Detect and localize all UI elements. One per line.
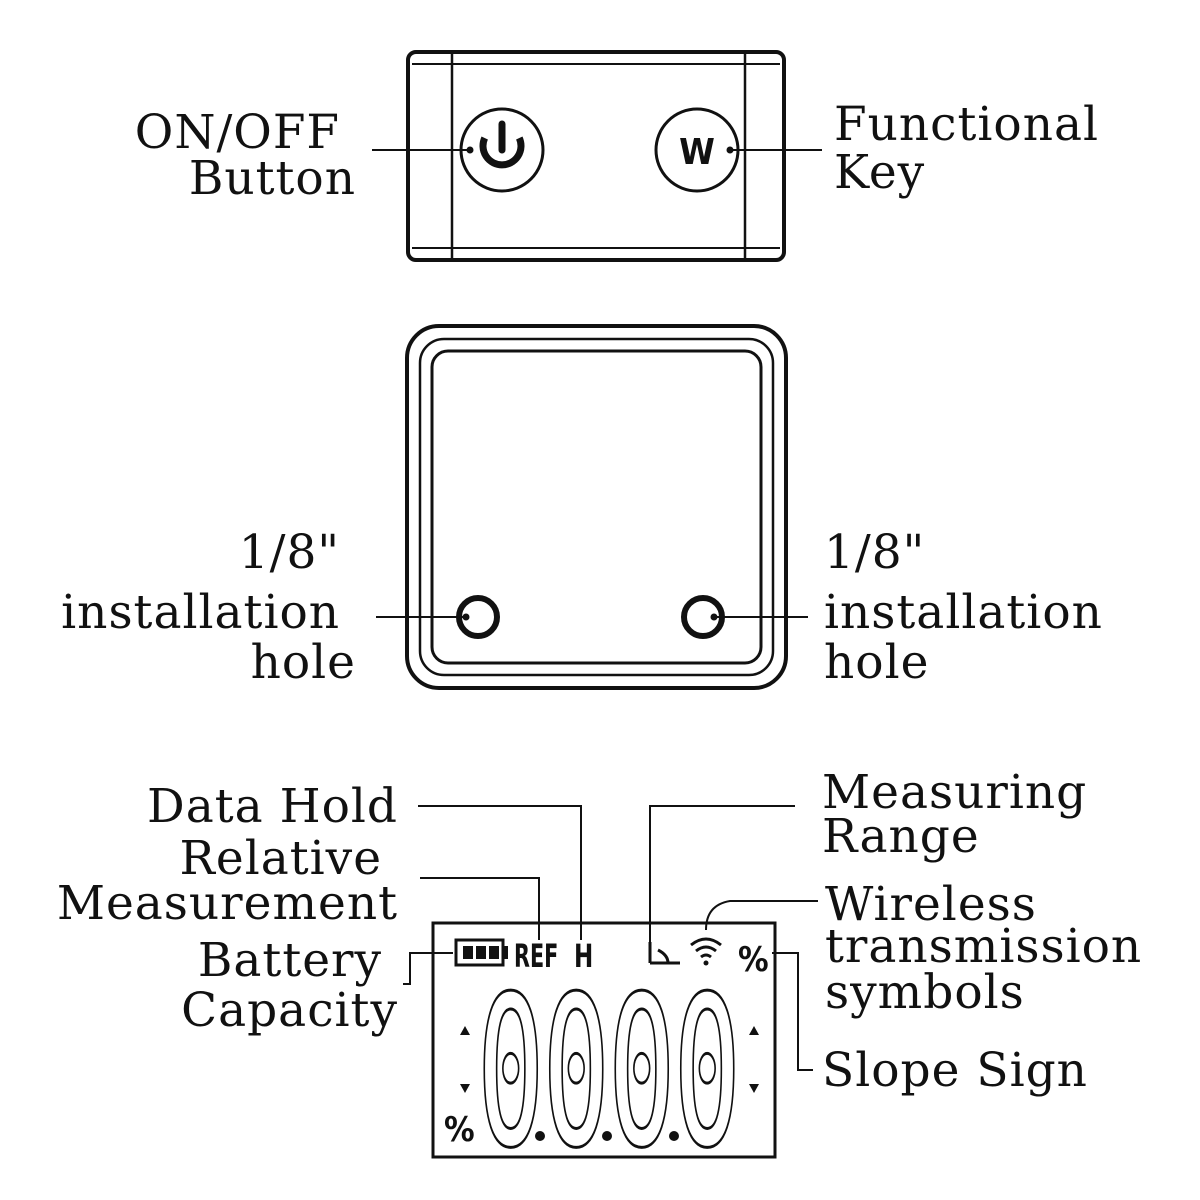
svg-text:Relative Measurement: Relative Measurement: [57, 831, 398, 931]
lcd-digit-readout: 0000 0000: [475, 952, 743, 1195]
top-view-device: W: [406, 50, 786, 262]
wireless-callout: Wireless transmission symbols: [705, 877, 1158, 1020]
left-hole-callout: 1/8" installation hole: [61, 525, 466, 690]
wireless-label-line1: Wireless: [825, 877, 1037, 932]
right-arrow-up-icon: [749, 1026, 759, 1035]
power-button-label-line2: Button: [189, 151, 356, 206]
relative-measurement-label-line2: Measurement: [57, 876, 398, 931]
wireless-label-line2: transmission: [825, 919, 1142, 974]
wireless-icon: [690, 937, 722, 966]
function-key-label-line2: Key: [834, 145, 925, 200]
right-hole-label-line2: installation: [824, 585, 1103, 640]
relative-measurement-label-line1: Relative: [180, 831, 383, 886]
wireless-label-line3: symbols: [825, 965, 1025, 1020]
slope-sign-label: Slope Sign: [822, 1043, 1088, 1098]
measuring-range-label-line1: Measuring: [822, 765, 1087, 820]
function-key-label-line1: Functional: [834, 97, 1099, 152]
ref-indicator: REF: [514, 937, 558, 975]
data-hold-label: Data Hold: [147, 779, 398, 834]
power-icon: [479, 120, 525, 169]
left-hole-label-line1: 1/8": [239, 525, 340, 580]
left-hole-label-line3: hole: [251, 635, 356, 690]
right-hole-label-line3: hole: [824, 635, 929, 690]
power-button-label-line1: ON/OFF: [135, 105, 340, 160]
lcd-digits-outline: 0000: [478, 955, 740, 1192]
svg-text:Wireless transmission: Wireless transmission symbols: [825, 877, 1158, 1020]
decimal-point-2: [602, 1131, 612, 1141]
right-arrow-down-icon: [749, 1084, 759, 1093]
measuring-range-callout: Measuring Range: [649, 765, 1103, 942]
decimal-point-3: [669, 1131, 679, 1141]
right-hole-label-line1: 1/8": [824, 525, 925, 580]
function-button-glyph: W: [679, 132, 715, 173]
lcd-display: REF H % % 0000 0000: [431, 921, 777, 1195]
svg-text:1/8" installation: 1/8" installation hole: [824, 525, 1119, 690]
svg-text:ON/OFF Button: ON/OFF Button: [135, 105, 356, 206]
slope-percent-indicator: %: [738, 940, 769, 980]
svg-text:Battery Capacity: Battery Capacity: [181, 933, 398, 1038]
function-button: W: [654, 107, 740, 193]
slope-sign-callout: Slope Sign: [772, 952, 1088, 1098]
bottom-view-device: [405, 324, 788, 690]
decimal-point-1: [535, 1131, 545, 1141]
measuring-range-label-line2: Range: [822, 809, 980, 864]
svg-text:Measuring Range: Measuring Range: [822, 765, 1103, 864]
hold-indicator: H: [574, 937, 593, 975]
relative-measurement-callout: Relative Measurement: [57, 831, 540, 940]
battery-icon: [454, 938, 508, 967]
function-key-callout: Functional Key: [726, 97, 1115, 200]
battery-capacity-label-line1: Battery: [198, 933, 382, 988]
power-button-callout: ON/OFF Button: [135, 105, 474, 206]
left-arrow-up-icon: [460, 1026, 470, 1035]
left-arrow-down-icon: [460, 1084, 470, 1093]
svg-text:1/8" installation: 1/8" installation hole: [61, 525, 356, 690]
data-hold-callout: Data Hold: [147, 779, 582, 940]
right-hole-callout: 1/8" installation hole: [714, 525, 1119, 690]
lower-percent-indicator: %: [444, 1110, 475, 1150]
battery-capacity-callout: Battery Capacity: [181, 933, 453, 1038]
svg-text:Functional Key: Functional Key: [834, 97, 1115, 200]
measuring-range-icon: [648, 942, 680, 965]
lcd-digits-fill: 0000: [478, 955, 740, 1192]
left-hole-label-line2: installation: [61, 585, 340, 640]
battery-capacity-label-line2: Capacity: [181, 983, 398, 1038]
